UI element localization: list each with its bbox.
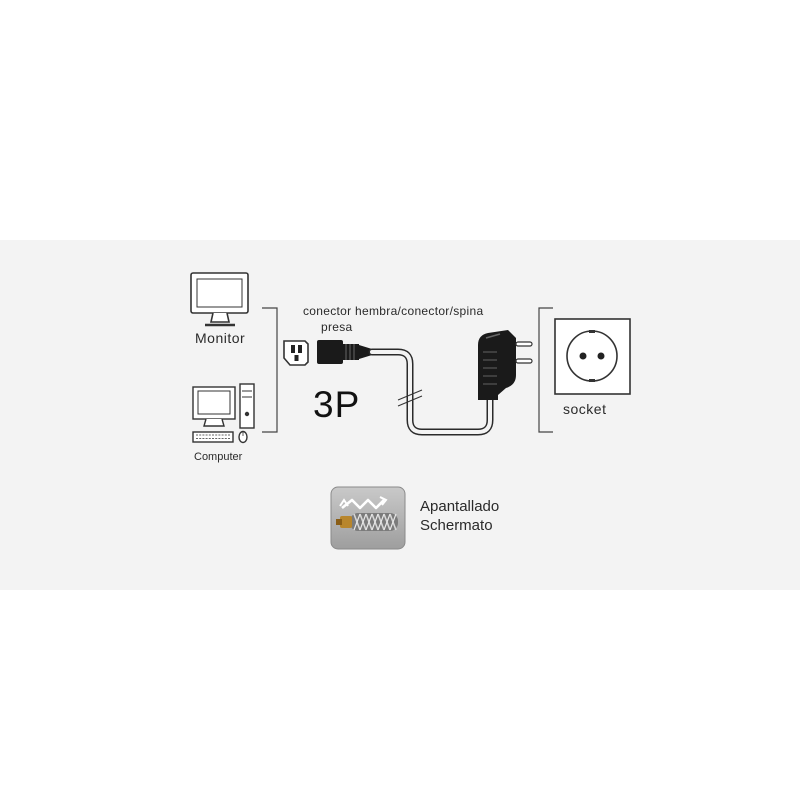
connector-label: conector hembra/conector/spina (303, 304, 484, 318)
socket-label: socket (563, 401, 607, 417)
schuko-plug-icon (478, 330, 533, 400)
computer-icon (192, 383, 255, 444)
connector-type-label: 3P (313, 384, 361, 425)
wall-socket-icon (554, 318, 631, 395)
cable-break-mark (397, 389, 423, 407)
monitor-icon (190, 272, 249, 327)
computer-label: Computer (194, 451, 243, 463)
socket-bracket (538, 307, 553, 433)
device-bracket (262, 307, 278, 433)
connector-label-secondary: presa (321, 320, 353, 334)
cable-inner (370, 350, 492, 434)
iec-inlet-icon (283, 340, 309, 366)
shielding-label-spanish: Apantallado (420, 498, 500, 515)
female-connector-icon (317, 340, 372, 364)
monitor-label: Monitor (195, 330, 246, 346)
shielding-label-italian: Schermato (420, 517, 493, 534)
shielding-badge-icon (330, 486, 406, 550)
